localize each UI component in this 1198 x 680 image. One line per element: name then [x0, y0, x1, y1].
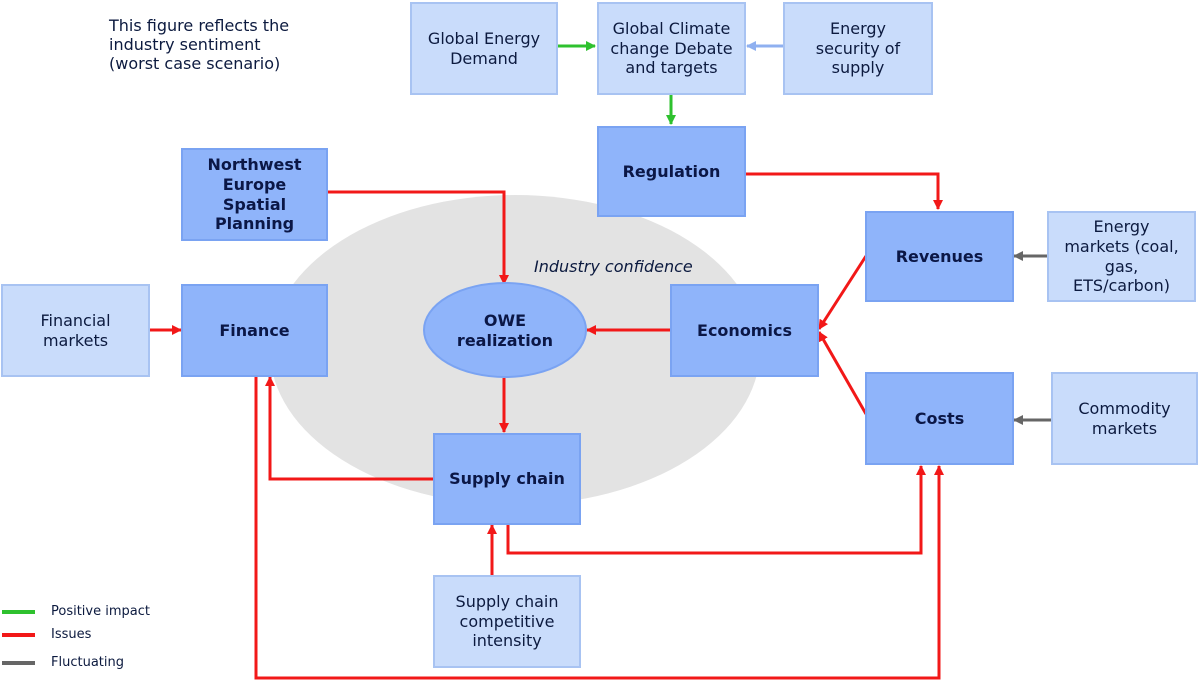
- arrow-regulation-to-revenues: [746, 172, 943, 210]
- arrow-supply-to-costs: [506, 465, 926, 555]
- node-commodity-markets: Commodity markets: [1051, 372, 1198, 465]
- arrow-nwe-to-owe: [328, 190, 509, 285]
- legend-label: Positive impact: [51, 604, 150, 619]
- node-supply-chain-competitive-intensity: Supply chain competitive intensity: [433, 575, 581, 668]
- legend-issues: Issues: [2, 627, 91, 642]
- node-revenues: Revenues: [865, 211, 1014, 302]
- legend-label: Issues: [51, 627, 92, 642]
- node-energy-security: Energy security of supply: [783, 2, 933, 95]
- node-owe-realization: OWE realization: [456, 310, 554, 350]
- node-northwest-europe-spatial-planning: Northwest Europe Spatial Planning: [181, 148, 328, 241]
- owe-ellipse: [423, 282, 587, 378]
- industry-confidence-label: Industry confidence: [534, 257, 693, 276]
- legend-label: Fluctuating: [51, 655, 124, 670]
- legend-swatch-fluctuating: [2, 660, 35, 665]
- arrow-costs-to-economics: [817, 331, 868, 415]
- legend-swatch-issues: [2, 632, 35, 637]
- node-costs: Costs: [865, 372, 1014, 465]
- node-economics: Economics: [670, 284, 819, 377]
- node-financial-markets: Financial markets: [1, 284, 150, 377]
- node-global-climate-debate: Global Climate change Debate and targets: [597, 2, 746, 95]
- arrow-supply-to-finance: [265, 376, 433, 481]
- node-regulation: Regulation: [597, 126, 746, 217]
- sentiment-note: This figure reflects the industry sentim…: [109, 16, 290, 74]
- node-global-energy-demand: Global Energy Demand: [410, 2, 558, 95]
- legend-positive-impact: Positive impact: [2, 604, 150, 619]
- node-finance: Finance: [181, 284, 328, 377]
- node-energy-markets: Energy markets (coal, gas, ETS/carbon): [1047, 211, 1196, 302]
- legend-fluctuating: Fluctuating: [2, 655, 124, 670]
- node-supply-chain: Supply chain: [433, 433, 581, 525]
- arrow-revenues-to-economics: [817, 255, 868, 330]
- arrow-finance-to-costs: [254, 377, 944, 680]
- legend-swatch-positive: [2, 609, 35, 614]
